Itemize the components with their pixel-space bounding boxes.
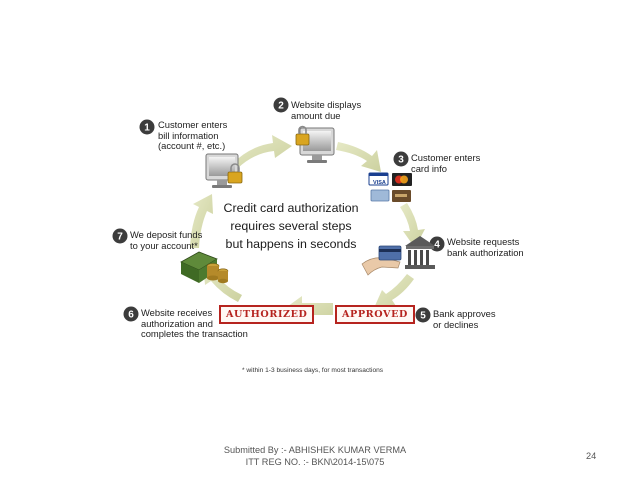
step-label-3: Customer enters card info: [411, 152, 481, 174]
step-label-5: Bank approves or declines: [433, 308, 496, 330]
footer-line-2: ITT REG NO. :- BKN\2014-15\075: [245, 457, 385, 467]
money-stack-icon: [180, 251, 229, 284]
footer-submitter: Submitted By :- ABHISHEK KUMAR VERMA ITT…: [200, 444, 430, 468]
credit-cards-icon: VISA: [368, 172, 412, 202]
step-label-1: Customer enters bill information (accoun…: [158, 119, 228, 151]
footer-line-1: Submitted By :- ABHISHEK KUMAR VERMA: [223, 445, 407, 455]
step-number-1: 1: [144, 123, 150, 134]
arrow-step3-to-4: [400, 203, 425, 248]
step-label-7: We deposit funds to your account*: [130, 229, 203, 251]
computer-lock-icon: [205, 153, 243, 188]
authorized-stamp: AUTHORIZED: [219, 305, 315, 324]
step-number-4: 4: [434, 240, 440, 251]
step-number-7: 7: [117, 232, 123, 243]
page-number: 24: [586, 451, 597, 461]
visa-card-label: VISA: [373, 180, 386, 186]
bank-icon: [361, 236, 435, 276]
footnote: * within 1-3 business days, for most tra…: [242, 367, 384, 374]
arrow-step7-to-1: [190, 194, 213, 248]
arrow-step4-to-5: [374, 274, 414, 308]
computer-lock-icon: [295, 125, 335, 163]
step-number-2: 2: [278, 101, 284, 112]
step-label-2: Website displays amount due: [291, 99, 362, 121]
approved-stamp: APPROVED: [335, 305, 415, 324]
center-caption: Credit card authorization requires sever…: [223, 201, 359, 251]
step-number-5: 5: [420, 311, 426, 322]
step-label-6: Website receives authorization and compl…: [141, 307, 248, 339]
step-label-4: Website requests bank authorization: [447, 236, 524, 258]
step-number-6: 6: [128, 310, 134, 321]
arrow-step1-to-2: [232, 135, 292, 168]
step-number-3: 3: [398, 155, 404, 166]
arrow-step2-to-3: [336, 142, 381, 172]
